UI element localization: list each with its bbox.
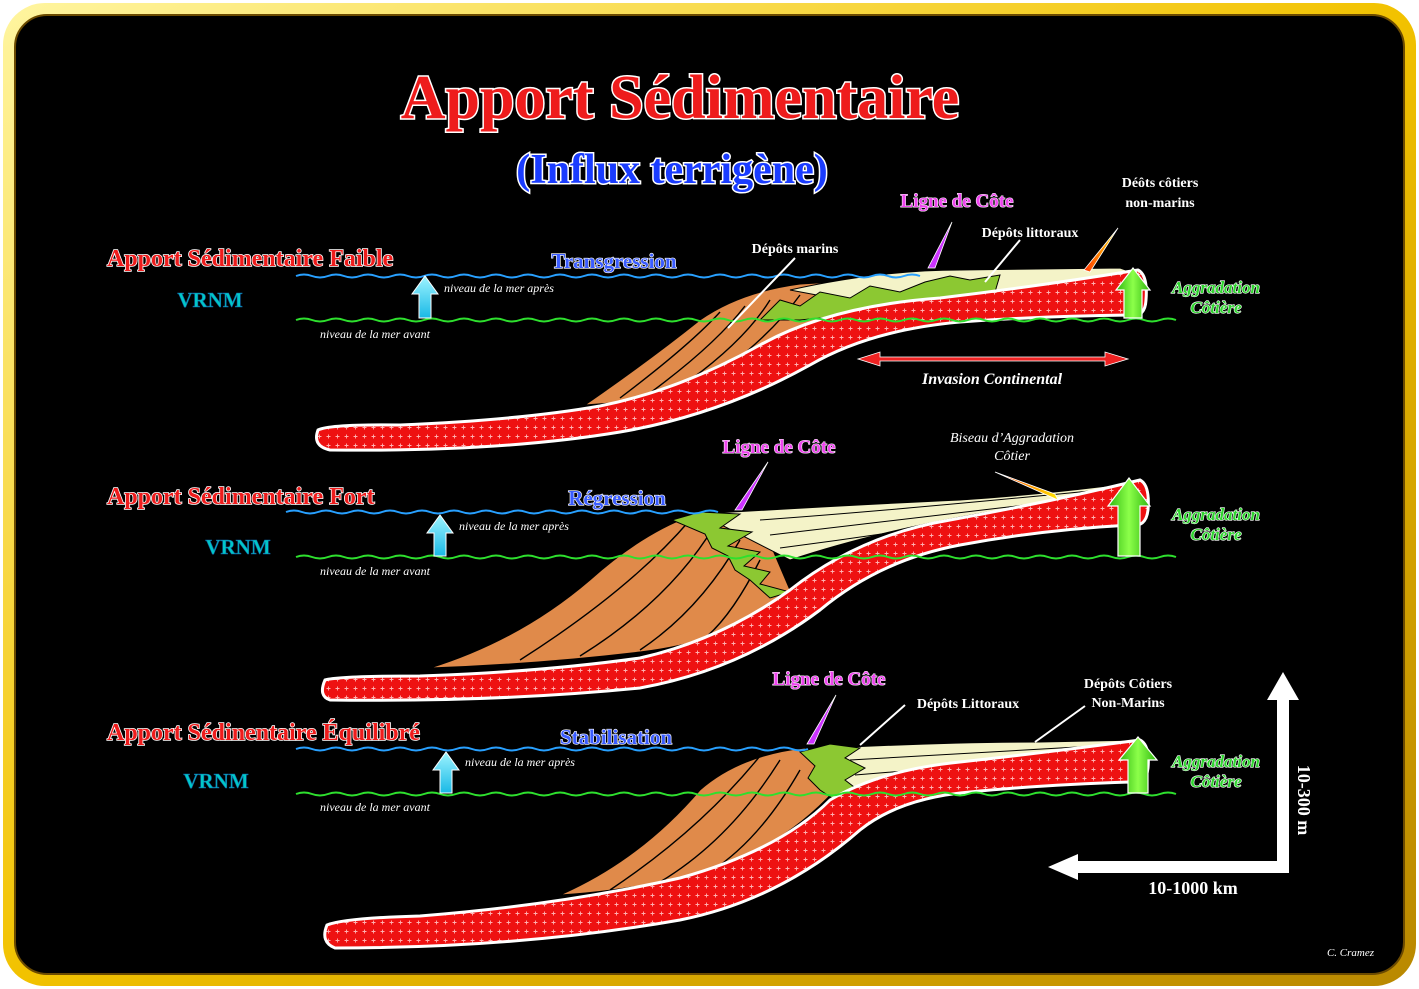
aggradation-label-1: Aggradation [1171, 752, 1260, 771]
vrnm-label: VRNM [205, 535, 270, 559]
invasion-arrow [856, 351, 1130, 367]
sea-rise-arrow [432, 751, 460, 794]
sea-rise-arrow [411, 275, 439, 319]
aggradation-label-2: Côtière [1191, 772, 1242, 791]
aggradation-arrow [1117, 736, 1159, 794]
pointer-littoral [984, 239, 1021, 283]
panel-heading: Apport Sédimentaire Fort [107, 484, 375, 510]
nonmarine-deposits-label-2: non-marins [1125, 196, 1195, 211]
sea-level-after [295, 746, 809, 752]
basement-layer [315, 268, 1148, 452]
sea-level-after-label: niveau de la mer après [459, 519, 569, 533]
nonmarine-deposits-label-1: Dépôts Côtiers [1084, 677, 1173, 692]
aggradation-arrow [1106, 477, 1152, 557]
panel-high-supply: Apport Sédimentaire Fort Régression VRNM… [106, 431, 1261, 702]
panel-heading: Apport Sédinentaire Équilibré [107, 720, 420, 746]
sea-level-before [295, 317, 1177, 323]
coastline-label: Ligne de Côte [723, 437, 836, 458]
sea-level-before [295, 791, 1177, 797]
diagram-subtitle: (Influx terrigène) [516, 147, 827, 193]
author-credit: C. Cramez [1327, 947, 1375, 959]
sea-level-before [295, 554, 1177, 560]
pointer-coastline [734, 461, 769, 511]
process-label: Régression [568, 486, 666, 510]
nonmarine-deposits-label-2: Non-Marins [1091, 696, 1165, 711]
nonmarine-deposits-label-1: Déôts côtiers [1122, 176, 1199, 191]
diagram-title: Apport Sédimentaire [401, 64, 960, 132]
aggradation-label-2: Côtière [1191, 298, 1242, 317]
aggradation-label-1: Aggradation [1171, 505, 1260, 524]
sea-level-after [295, 273, 921, 279]
process-label: Stabilisation [560, 725, 672, 749]
aggradation-label-2: Côtière [1191, 525, 1242, 544]
sea-level-before-label: niveau de la mer avant [320, 564, 431, 578]
black-board [14, 14, 1405, 975]
littoral-deposits-label: Dépôts littoraux [982, 226, 1079, 241]
pointer-nonmarine [1083, 227, 1119, 273]
sea-rise-arrow [426, 514, 454, 557]
scale-vertical-label: 10-300 m [1294, 765, 1314, 836]
panel-heading: Apport Sédimentaire Faible [107, 246, 394, 272]
aggradation-arrow [1114, 267, 1152, 319]
scale-horizontal-label: 10-1000 km [1148, 878, 1238, 898]
sea-level-after-label: niveau de la mer après [444, 281, 554, 295]
marine-deposits-label: Dépôts marins [752, 242, 839, 257]
pointer-marine [727, 257, 796, 329]
biseau-label-2: Côtier [994, 449, 1030, 464]
pointer-biseau [994, 471, 1059, 501]
coastline-label: Ligne de Côte [901, 191, 1014, 212]
biseau-label-1: Biseau d’Aggradation [950, 431, 1074, 446]
panel-low-supply: Apport Sédimentaire Faible Transgression… [106, 176, 1261, 452]
basement-layer [320, 478, 1150, 702]
scale-horizontal-arrow [1048, 854, 1289, 880]
sea-level-after [285, 509, 719, 515]
sea-level-after-label: niveau de la mer après [465, 755, 575, 769]
panel-balanced-supply: Apport Sédinentaire Équilibré Stabilisat… [106, 668, 1261, 950]
vrnm-label: VRNM [177, 288, 242, 312]
pointer-coastline [806, 694, 837, 745]
invasion-label: Invasion Continental [921, 371, 1063, 388]
aggradation-label-1: Aggradation [1171, 278, 1260, 297]
sea-level-before-label: niveau de la mer avant [320, 327, 431, 341]
scale-bar: 10-300 m 10-1000 km [1048, 672, 1314, 898]
pointer-coastline [927, 221, 953, 269]
scale-vertical-arrow [1267, 672, 1299, 867]
littoral-deposits-label: Dépôts Littoraux [917, 697, 1019, 712]
pointer-nonmarine [1034, 705, 1086, 743]
vrnm-label: VRNM [183, 769, 248, 793]
coastline-label: Ligne de Côte [773, 669, 886, 690]
littoral-deposits [670, 511, 792, 599]
littoral-deposits [798, 743, 867, 801]
sea-level-before-label: niveau de la mer avant [320, 800, 431, 814]
process-label: Transgression [551, 249, 677, 273]
pointer-littoral [859, 704, 906, 746]
